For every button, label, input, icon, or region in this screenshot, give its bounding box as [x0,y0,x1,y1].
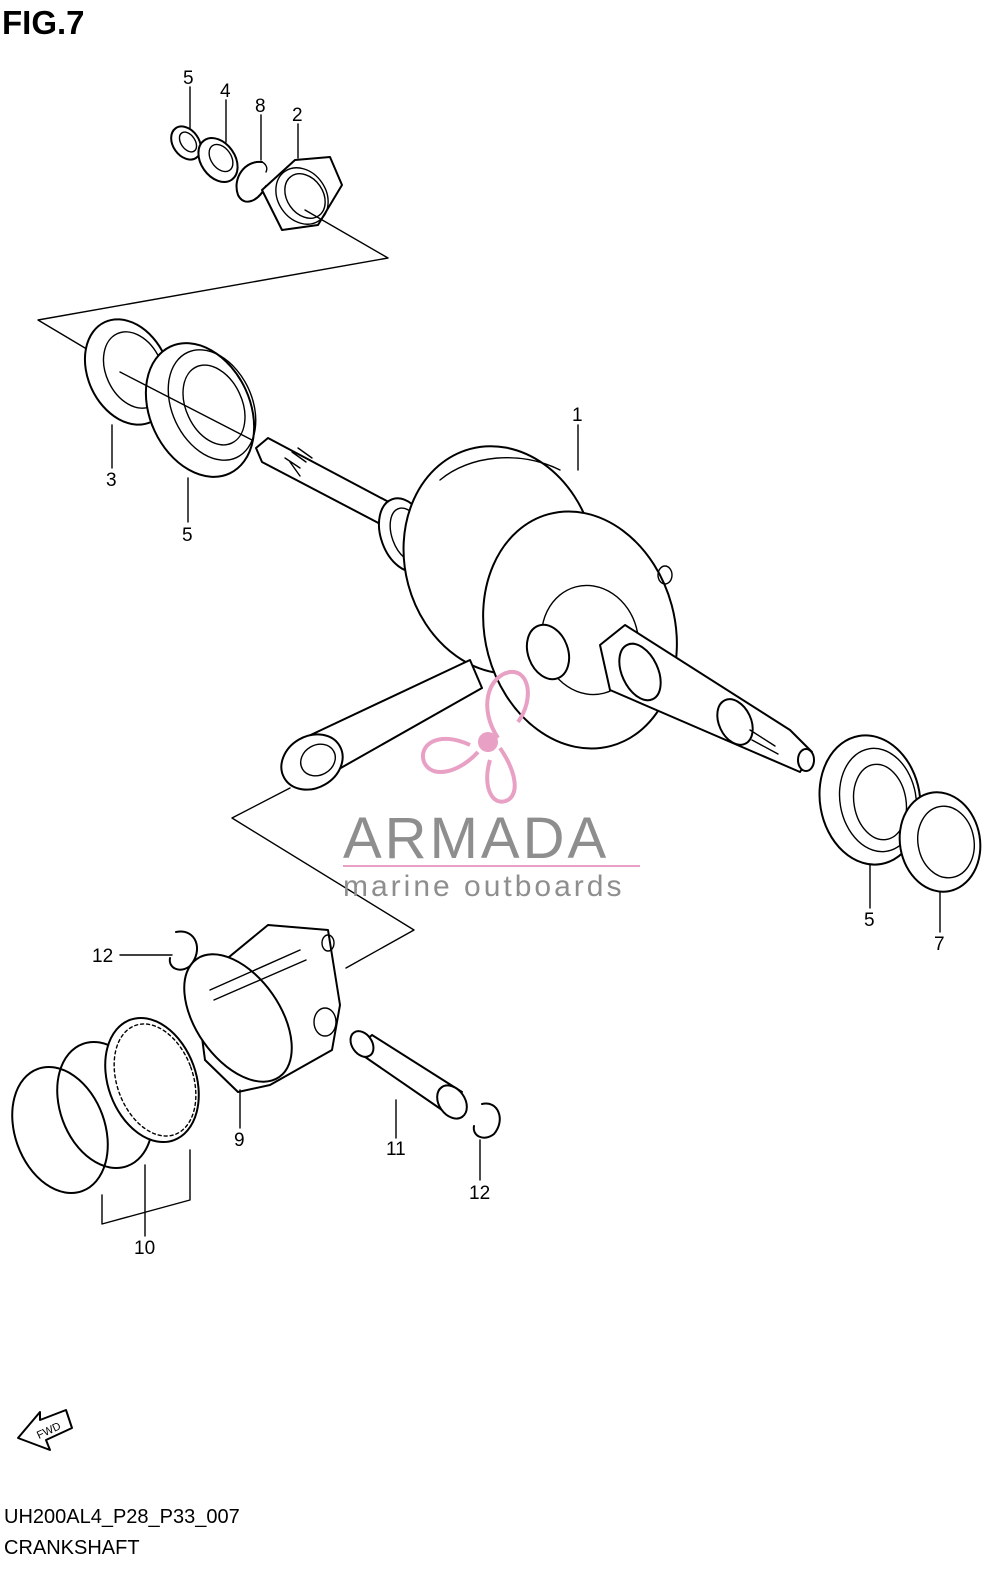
callout-6: 5 [183,68,194,89]
watermark-tagline: marine outboards [343,870,624,903]
piston-part-9[interactable] [162,924,341,1101]
fwd-arrow-icon: FWD [17,1409,73,1451]
callout-10: 10 [134,1238,155,1259]
oil-seal-part-7[interactable] [892,786,988,898]
oil-seal-part-6[interactable] [165,121,207,165]
callout-5-right: 5 [864,910,875,931]
piston-pin-part-11[interactable] [346,1027,473,1124]
callout-9: 9 [234,1130,245,1151]
figure-title: FIG.7 [2,4,85,41]
figure-name: CRANKSHAFT [4,1537,140,1559]
figure-code: UH200AL4_P28_P33_007 [4,1506,240,1528]
bearing-part-5-left[interactable] [125,325,275,494]
callout-3: 3 [106,470,117,491]
callout-12-top: 12 [92,946,113,967]
callout-8: 8 [255,96,266,117]
nut-part-2[interactable] [261,156,343,234]
bearing-part-5-right[interactable] [809,727,930,872]
piston-circlip-part-12-bottom[interactable] [472,1102,501,1139]
bearing-part-4[interactable] [190,131,245,190]
callout-11: 11 [386,1139,406,1160]
callout-5-left: 5 [182,525,193,546]
crankshaft-part-1[interactable] [255,424,815,800]
armada-propeller-logo [420,670,530,804]
callout-12-bottom: 12 [469,1183,490,1204]
watermark-brand: ARMADA [343,806,609,871]
callout-1: 1 [572,405,583,426]
callout-2: 2 [292,105,303,126]
piston-rings-part-10[interactable] [0,1005,215,1207]
circlip-part-8[interactable] [235,160,268,203]
callout-4: 4 [220,81,231,102]
callout-7: 7 [934,934,945,955]
